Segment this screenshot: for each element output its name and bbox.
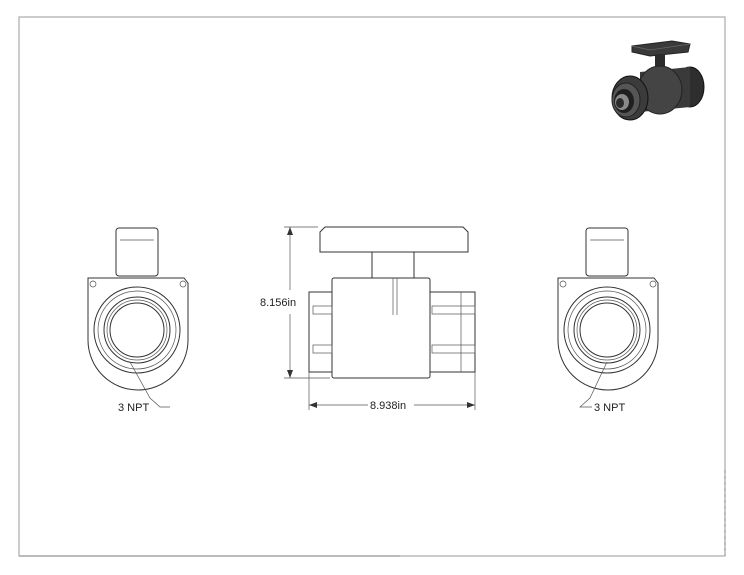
ball-valve-3d-icon — [611, 40, 705, 121]
right-npt-callout: 3 NPT — [594, 402, 625, 414]
right-union — [429, 291, 476, 373]
handle — [319, 226, 469, 253]
stem — [371, 251, 415, 279]
left-end-view: 3 NPT — [87, 227, 189, 414]
width-dimension: 8.938in — [308, 372, 476, 412]
left-npt-callout: 3 NPT — [118, 402, 149, 414]
height-dimension: 8.156in — [260, 226, 330, 379]
valve-body — [331, 277, 431, 379]
front-view: 8.156in 8.938in — [260, 226, 476, 412]
right-stem — [585, 227, 629, 277]
right-callout-leader — [579, 361, 608, 408]
width-value: 8.938in — [370, 400, 406, 412]
left-body — [87, 277, 189, 391]
left-union — [308, 291, 333, 373]
right-end-view: 3 NPT — [557, 227, 659, 414]
left-callout-leader — [129, 361, 170, 408]
height-value: 8.156in — [260, 297, 296, 309]
right-body — [557, 277, 659, 391]
left-stem — [115, 227, 159, 277]
